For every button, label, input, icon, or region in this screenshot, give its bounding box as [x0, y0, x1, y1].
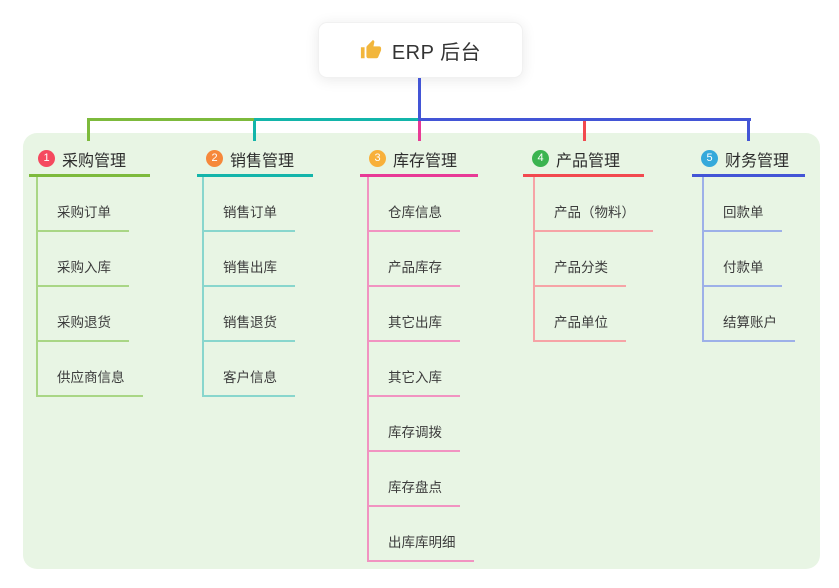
child-node[interactable]: 结算账户 — [704, 287, 795, 342]
branch-children-2: 销售订单销售出库销售退货客户信息 — [202, 177, 295, 397]
child-node[interactable]: 其它入库 — [369, 342, 460, 397]
child-node[interactable]: 采购退货 — [38, 287, 129, 342]
branch-badge: 5 — [701, 150, 718, 167]
branch-badge: 1 — [38, 150, 55, 167]
child-node[interactable]: 产品（物料） — [535, 177, 653, 232]
branch-drop-5 — [747, 121, 750, 141]
branch-children-1: 采购订单采购入库采购退货供应商信息 — [36, 177, 143, 397]
branch-badge: 4 — [532, 150, 549, 167]
branch-drop-2 — [253, 121, 256, 141]
branch-node-5[interactable]: 5 财务管理 — [692, 143, 805, 177]
child-node[interactable]: 销售订单 — [204, 177, 295, 232]
root-node[interactable]: ERP 后台 — [318, 22, 523, 78]
child-node[interactable]: 产品库存 — [369, 232, 460, 287]
thumbs-up-icon — [360, 39, 381, 59]
branch-drop-3 — [418, 121, 421, 141]
branch-drop-4 — [583, 121, 586, 141]
child-node[interactable]: 其它出库 — [369, 287, 460, 342]
root-node-label: ERP 后台 — [391, 41, 482, 64]
branch-children-5: 回款单付款单结算账户 — [702, 177, 795, 342]
branch-children-4: 产品（物料）产品分类产品单位 — [533, 177, 653, 342]
child-node[interactable]: 产品分类 — [535, 232, 626, 287]
branch-label: 财务管理 — [725, 152, 790, 170]
child-node[interactable]: 销售出库 — [204, 232, 295, 287]
branch-badge: 2 — [206, 150, 223, 167]
bus-segment-5 — [418, 118, 751, 121]
branch-drop-1 — [87, 121, 90, 141]
branch-children-3: 仓库信息产品库存其它出库其它入库库存调拨库存盘点出库库明细 — [367, 177, 474, 562]
trunk-connector — [418, 78, 421, 121]
bus-segment-2 — [254, 118, 420, 121]
branch-node-1[interactable]: 1 采购管理 — [29, 143, 150, 177]
branch-label: 产品管理 — [556, 152, 621, 170]
child-node[interactable]: 回款单 — [704, 177, 782, 232]
branch-badge: 3 — [369, 150, 386, 167]
child-node[interactable]: 库存盘点 — [369, 452, 460, 507]
branch-node-4[interactable]: 4 产品管理 — [523, 143, 644, 177]
child-node[interactable]: 出库库明细 — [369, 507, 474, 562]
child-node[interactable]: 客户信息 — [204, 342, 295, 397]
child-node[interactable]: 采购订单 — [38, 177, 129, 232]
branch-node-3[interactable]: 3 库存管理 — [360, 143, 478, 177]
child-node[interactable]: 仓库信息 — [369, 177, 460, 232]
branches-panel — [23, 133, 820, 569]
bus-segment-1 — [87, 118, 256, 121]
child-node[interactable]: 采购入库 — [38, 232, 129, 287]
branch-label: 采购管理 — [62, 152, 127, 170]
child-node[interactable]: 库存调拨 — [369, 397, 460, 452]
child-node[interactable]: 产品单位 — [535, 287, 626, 342]
child-node[interactable]: 销售退货 — [204, 287, 295, 342]
branch-node-2[interactable]: 2 销售管理 — [197, 143, 313, 177]
branch-label: 销售管理 — [230, 152, 295, 170]
branch-label: 库存管理 — [393, 152, 458, 170]
child-node[interactable]: 供应商信息 — [38, 342, 143, 397]
child-node[interactable]: 付款单 — [704, 232, 782, 287]
